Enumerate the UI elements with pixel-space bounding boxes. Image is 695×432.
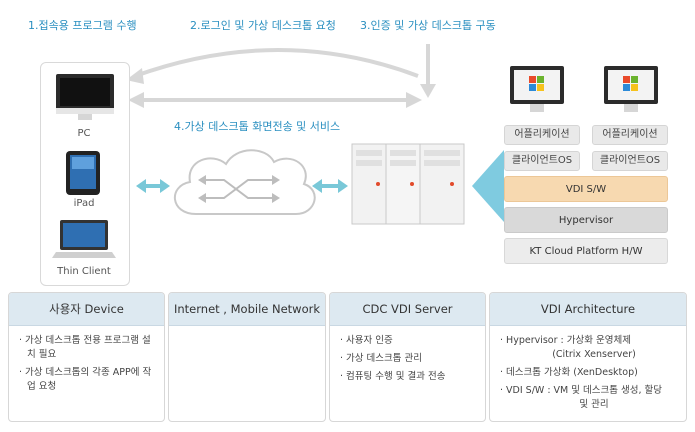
card-vdi-server-item-2: 가상 데스크톱 관리 <box>340 352 479 366</box>
card-arch-item-1: Hypervisor : 가상화 운영체제 (Citrix Xenserver) <box>500 334 680 362</box>
step-4-label: 4.가상 데스크톱 화면전송 및 서비스 <box>174 120 341 133</box>
card-vdi-server-item-3: 컴퓨팅 수행 및 결과 전송 <box>340 370 479 384</box>
pc-monitor-icon <box>56 74 114 120</box>
ipad-icon <box>66 151 100 195</box>
teal-chevron <box>472 150 504 222</box>
client-os-box-1: 클라이언트OS <box>504 151 580 171</box>
card-vdi-architecture: VDI Architecture Hypervisor : 가상화 운영체제 (… <box>489 292 687 422</box>
thin-client-laptop-icon <box>52 220 116 258</box>
teal-arrow-right <box>312 179 348 193</box>
vdi-sw-layer: VDI S/W <box>504 176 668 202</box>
ipad-label: iPad <box>73 198 95 209</box>
cloud-icon <box>173 149 316 215</box>
step-1-label: 1.접속용 프로그램 수행 <box>28 19 137 32</box>
application-box-2: 어플리케이션 <box>592 125 668 145</box>
flow-arrows <box>126 44 504 225</box>
card-user-device: 사용자 Device 가상 데스크톱 전용 프로그램 설치 필요 가상 데스크톱… <box>8 292 165 422</box>
card-vdi-server-item-1: 사용자 인증 <box>340 334 479 348</box>
client-os-box-2: 클라이언트OS <box>592 151 668 171</box>
card-user-device-title: 사용자 Device <box>9 293 164 326</box>
card-user-device-item-2: 가상 데스크톱의 각종 APP에 작업 요청 <box>19 366 158 394</box>
card-vdi-server-title: CDC VDI Server <box>330 293 485 326</box>
hypervisor-layer: Hypervisor <box>504 207 668 233</box>
thin-client-label: Thin Client <box>57 266 111 277</box>
step-2-label: 2.로그인 및 가상 데스크톱 요청 <box>190 19 336 32</box>
pc-label: PC <box>77 128 91 139</box>
card-user-device-item-1: 가상 데스크톱 전용 프로그램 설치 필요 <box>19 334 158 362</box>
card-arch-item-1-main: Hypervisor : 가상화 운영체제 <box>506 335 631 346</box>
card-network: Internet , Mobile Network <box>168 292 326 422</box>
teal-arrow-left <box>136 179 170 193</box>
server-rack-icon <box>351 143 465 225</box>
platform-hw-layer: KT Cloud Platform H/W <box>504 238 668 264</box>
login-request-arrow <box>134 48 419 78</box>
step-3-label: 3.인증 및 가상 데스크톱 구동 <box>360 19 496 32</box>
card-arch-item-3-main: VDI S/W : VM 및 데스크톱 생성, 할당 <box>506 385 663 396</box>
card-arch-item-2: 데스크톱 가상화 (XenDesktop) <box>500 366 680 380</box>
card-vdi-architecture-title: VDI Architecture <box>490 293 686 326</box>
card-arch-item-1-sub: (Citrix Xenserver) <box>552 349 636 360</box>
card-arch-item-3: VDI S/W : VM 및 데스크톱 생성, 할당 및 관리 <box>500 384 680 412</box>
vm-monitor-icon-1 <box>510 66 564 112</box>
application-box-1: 어플리케이션 <box>504 125 580 145</box>
card-network-title: Internet , Mobile Network <box>169 293 325 326</box>
card-arch-item-3-sub: 및 관리 <box>579 399 609 410</box>
card-vdi-server: CDC VDI Server 사용자 인증 가상 데스크톱 관리 컴퓨팅 수행 … <box>329 292 486 422</box>
vm-monitor-icon-2 <box>604 66 658 112</box>
